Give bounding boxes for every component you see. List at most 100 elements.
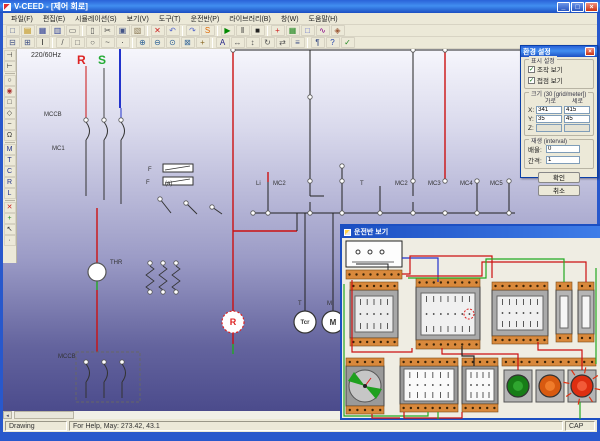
scale-field[interactable]	[546, 145, 580, 153]
contact-a-icon[interactable]: ⊣	[3, 50, 16, 61]
rect-icon[interactable]: □	[70, 37, 85, 48]
zoom-in-icon[interactable]: ⊕	[135, 37, 150, 48]
ok-button[interactable]: 확인	[538, 172, 580, 183]
resistor-icon[interactable]: Ω	[3, 130, 16, 141]
dialog-close-icon[interactable]: ×	[585, 47, 595, 56]
cancel-button[interactable]: 취소	[538, 185, 580, 196]
lamp-icon[interactable]: ◉	[3, 86, 16, 97]
zoom-all-icon[interactable]: ⊠	[180, 37, 195, 48]
menu-item-3[interactable]: 보기(V)	[126, 15, 149, 23]
mirror-h-icon[interactable]: ↔	[230, 37, 245, 48]
box-icon[interactable]: □	[3, 97, 16, 108]
properties-icon[interactable]: ¶	[310, 37, 325, 48]
coil-icon[interactable]: ○	[3, 75, 16, 86]
curve-icon[interactable]: ~	[100, 37, 115, 48]
print-preview-icon[interactable]: ▯	[85, 25, 100, 36]
pan-icon[interactable]: +	[195, 37, 210, 48]
panel-power-supply	[345, 240, 403, 268]
scroll-left-icon[interactable]: ◂	[3, 411, 12, 419]
menu-item-7[interactable]: 창(W)	[280, 15, 299, 23]
paste-icon[interactable]: ▧	[130, 25, 145, 36]
checkbox-show-contacts[interactable]: ✓	[528, 76, 535, 84]
menu-item-6[interactable]: 라이브러리(B)	[229, 15, 271, 23]
size-z2-field	[564, 124, 590, 132]
dialog-title-bar[interactable]: 환경 설정 ×	[521, 46, 597, 57]
wire-icon[interactable]: ~	[3, 119, 16, 130]
shape-strip	[555, 333, 573, 343]
menu-item-1[interactable]: 편집(E)	[42, 15, 66, 23]
diamond-icon[interactable]: ◇	[3, 108, 16, 119]
window-icon[interactable]: □	[300, 25, 315, 36]
timer-tcr[interactable]: Tcr	[293, 310, 317, 334]
maximize-button[interactable]: □	[571, 1, 584, 12]
relay-icon[interactable]: R	[3, 177, 16, 188]
pause-icon[interactable]: ‖	[235, 25, 250, 36]
minimize-button[interactable]: _	[557, 1, 570, 12]
interval-field[interactable]	[546, 156, 580, 164]
undo-icon[interactable]: ↶	[165, 25, 180, 36]
close-button[interactable]: ×	[585, 1, 598, 12]
layers-icon[interactable]: ≡	[290, 37, 305, 48]
counter-icon[interactable]: C	[3, 166, 16, 177]
print-icon[interactable]: ▭	[65, 25, 80, 36]
line-icon[interactable]: /	[55, 37, 70, 48]
label-mccb-2: MCCB	[58, 354, 76, 360]
erase-icon[interactable]: ✕	[3, 202, 16, 213]
zoom-window-icon[interactable]: ⊙	[165, 37, 180, 48]
limit-icon[interactable]: L	[3, 188, 16, 199]
size-x2-field[interactable]	[564, 106, 591, 114]
help-icon[interactable]: ?	[325, 37, 340, 48]
select-icon[interactable]: ⊟	[5, 37, 20, 48]
menu-item-2[interactable]: 시뮬레이션(S)	[75, 15, 117, 23]
run-icon[interactable]: ▶	[220, 25, 235, 36]
scroll-thumb[interactable]	[14, 411, 74, 419]
sim-mode-icon[interactable]: S	[200, 25, 215, 36]
new-file-icon[interactable]: □	[5, 25, 20, 36]
insert-icon[interactable]: ⊞	[20, 37, 35, 48]
toolbar-separator	[147, 25, 148, 36]
probe-icon[interactable]: +	[270, 25, 285, 36]
checkbox-show-controls[interactable]: ✓	[528, 65, 535, 73]
wave-icon[interactable]: ∿	[315, 25, 330, 36]
text-icon[interactable]: I	[35, 37, 50, 48]
add-icon[interactable]: +	[3, 213, 16, 224]
open-file-icon[interactable]: ▤	[20, 25, 35, 36]
save-icon[interactable]: ▦	[35, 25, 50, 36]
motor-icon[interactable]: M	[3, 144, 16, 155]
save-all-icon[interactable]: ▥	[50, 25, 65, 36]
circle-icon[interactable]: ○	[85, 37, 100, 48]
zoom-out-icon[interactable]: ⊖	[150, 37, 165, 48]
contact-b-icon[interactable]: ⊢	[3, 61, 16, 72]
size-y2-field[interactable]	[564, 115, 590, 123]
title-bar[interactable]: V-CEED - [제어 회로] _ □ ×	[0, 0, 600, 13]
check-icon[interactable]: ✓	[340, 37, 355, 48]
panel-title-bar[interactable]: 운전반 보기	[342, 226, 600, 238]
node-icon[interactable]: ·	[3, 235, 16, 246]
svg-text:Tcr: Tcr	[301, 320, 311, 326]
pointer-icon[interactable]: ↖	[3, 224, 16, 235]
timer-icon[interactable]: T	[3, 155, 16, 166]
menu-item-4[interactable]: 도구(T)	[158, 15, 181, 23]
shape-zig	[145, 265, 155, 291]
point-icon[interactable]: ·	[115, 37, 130, 48]
redo-icon[interactable]: ↷	[185, 25, 200, 36]
delete-icon[interactable]: ✕	[150, 25, 165, 36]
menu-item-8[interactable]: 도움말(H)	[308, 15, 338, 23]
settings-dialog: 환경 설정 × 표시 설정 ✓ 조작 보기 ✓ 접점 보기 크기 (30 [gr…	[520, 45, 598, 196]
lamp-r[interactable]: R	[221, 310, 245, 334]
shape-line	[343, 284, 429, 417]
rotate-icon[interactable]: ↻	[260, 37, 275, 48]
grid-icon[interactable]: ▦	[285, 25, 300, 36]
cut-icon[interactable]: ✂	[100, 25, 115, 36]
size-y1-field[interactable]	[536, 115, 562, 123]
motor-symbol[interactable]	[87, 262, 107, 282]
stop-icon[interactable]: ■	[250, 25, 265, 36]
library-icon[interactable]: ◈	[330, 25, 345, 36]
swap-icon[interactable]: ⇄	[275, 37, 290, 48]
menu-item-5[interactable]: 운전반(P)	[190, 15, 220, 23]
copy-icon[interactable]: ▣	[115, 25, 130, 36]
label-icon[interactable]: A	[215, 37, 230, 48]
size-x1-field[interactable]	[536, 106, 563, 114]
mirror-v-icon[interactable]: ↕	[245, 37, 260, 48]
menu-item-0[interactable]: 파일(F)	[11, 15, 33, 23]
